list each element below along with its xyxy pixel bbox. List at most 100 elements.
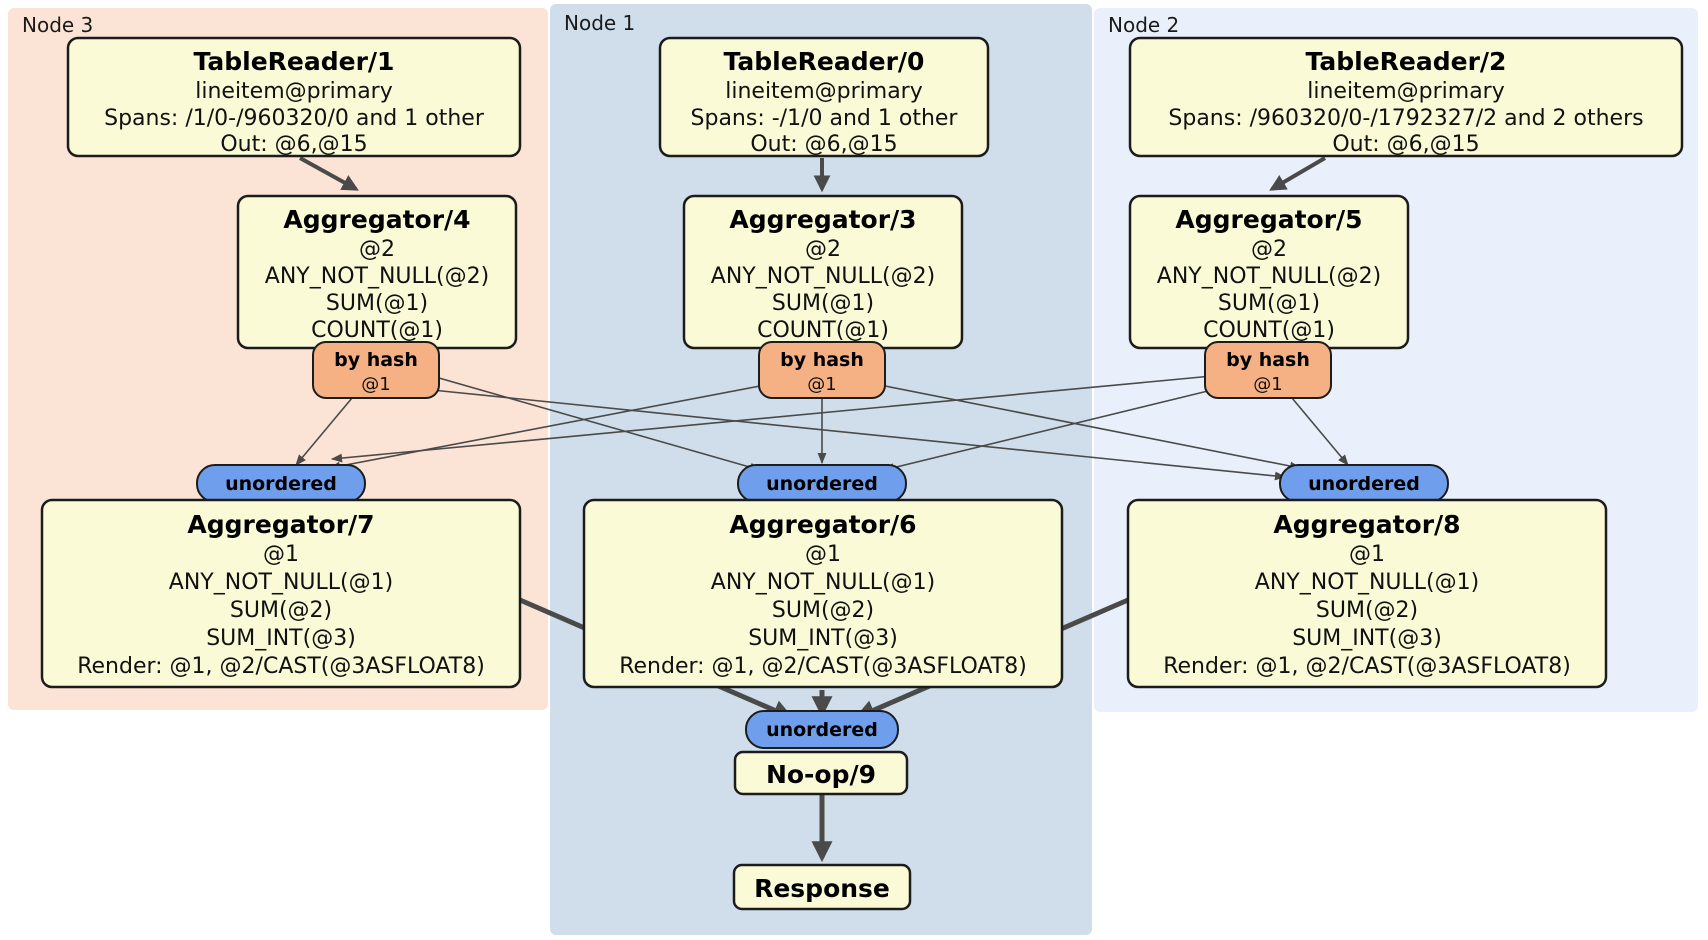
tablereader-2-line-out: Out: @6,@15 [1332,132,1479,157]
by-hash-5-label: by hash [1226,349,1310,371]
aggregator-4-line-groupby: @2 [359,237,395,262]
edge-tr2-to-agg5 [1269,156,1327,191]
tablereader-0-line-spans: Spans: -/1/0 and 1 other [691,106,959,131]
aggregator-5-title: Aggregator/5 [1175,205,1362,234]
aggregator-5-line-sum: SUM(@1) [1218,291,1320,316]
router-unordered-8[interactable]: unordered [1279,464,1449,503]
processor-aggregator-3[interactable]: Aggregator/3 @2 ANY_NOT_NULL(@2) SUM(@1)… [682,194,964,350]
edge-hash4-to-unordered6 [431,375,762,472]
aggregator-7-line-sum: SUM(@2) [230,598,332,623]
router-unordered-7[interactable]: unordered [196,464,366,503]
edge-hash3-to-unordered7 [328,384,766,471]
aggregator-6-line-sumint: SUM_INT(@3) [748,626,898,651]
processor-aggregator-4[interactable]: Aggregator/4 @2 ANY_NOT_NULL(@2) SUM(@1)… [236,194,518,350]
tablereader-to-aggregator-edges [299,156,1327,193]
processor-tablereader-2[interactable]: TableReader/2 lineitem@primary Spans: /9… [1128,36,1684,158]
hash-to-unordered-edges [295,375,1349,481]
aggregator-8-title: Aggregator/8 [1273,510,1460,539]
edge-tr1-to-agg4 [299,156,359,191]
aggregator-4-title: Aggregator/4 [283,205,470,234]
aggregator-8-box[interactable] [1126,498,1608,689]
by-hash-5-column: @1 [1253,374,1282,395]
tablereader-2-title: TableReader/2 [1306,47,1507,76]
edge-hash5-to-unordered7 [330,375,1213,463]
tablereader-1-line-out: Out: @6,@15 [220,132,367,157]
aggregator-4-line-sum: SUM(@1) [326,291,428,316]
aggregator-8-line-groupby: @1 [1349,542,1385,567]
aggregator-3-line-count: COUNT(@1) [757,318,889,343]
aggregator-3-title: Aggregator/3 [729,205,916,234]
aggregator-6-line-anynotnull: ANY_NOT_NULL(@1) [711,570,935,595]
aggregator-8-line-sumint: SUM_INT(@3) [1292,626,1442,651]
aggregator-4-line-anynotnull: ANY_NOT_NULL(@2) [265,264,489,289]
router-unordered-6[interactable]: unordered [737,464,907,503]
aggregator-6-box[interactable] [582,498,1064,689]
aggregator-5-line-count: COUNT(@1) [1203,318,1335,343]
aggregator-3-line-sum: SUM(@1) [772,291,874,316]
aggregator-7-line-render: Render: @1, @2/CAST(@3ASFLOAT8) [77,654,485,679]
by-hash-4-label: by hash [334,349,418,371]
processor-aggregator-7[interactable]: Aggregator/7 @1 ANY_NOT_NULL(@1) SUM(@2)… [40,498,522,689]
by-hash-4-pill[interactable] [312,341,440,399]
aggregator-6-title: Aggregator/6 [729,510,916,539]
node1-panel-label: Node 1 [564,11,635,35]
aggregator-5-line-anynotnull: ANY_NOT_NULL(@2) [1157,264,1381,289]
processor-aggregator-5[interactable]: Aggregator/5 @2 ANY_NOT_NULL(@2) SUM(@1)… [1128,194,1410,350]
tablereader-2-box[interactable] [1128,36,1684,158]
tablereader-0-box[interactable] [658,36,990,158]
aggregator-4-line-count: COUNT(@1) [311,318,443,343]
aggregator-6-line-render: Render: @1, @2/CAST(@3ASFLOAT8) [619,654,1027,679]
unordered-8-label: unordered [1308,473,1420,495]
tablereader-0-title: TableReader/0 [724,47,925,76]
by-hash-3-column: @1 [807,374,836,395]
by-hash-3-pill[interactable] [758,341,886,399]
by-hash-4-column: @1 [361,374,390,395]
noop-9-box[interactable] [733,750,909,796]
aggregator-8-line-sum: SUM(@2) [1316,598,1418,623]
router-by-hash-4[interactable]: by hash @1 [312,341,440,399]
tablereader-1-line-index: lineitem@primary [195,79,393,104]
aggregator-7-line-groupby: @1 [263,542,299,567]
aggregator-6-line-sum: SUM(@2) [772,598,874,623]
aggregator-3-line-anynotnull: ANY_NOT_NULL(@2) [711,264,935,289]
tablereader-1-line-spans: Spans: /1/0-/960320/0 and 1 other [104,106,485,131]
processor-tablereader-0[interactable]: TableReader/0 lineitem@primary Spans: -/… [658,36,990,158]
processor-noop-9[interactable]: No-op/9 [733,750,909,796]
aggregator-3-line-groupby: @2 [805,237,841,262]
aggregator-7-line-anynotnull: ANY_NOT_NULL(@1) [169,570,393,595]
tablereader-2-line-spans: Spans: /960320/0-/1792327/2 and 2 others [1168,106,1643,131]
edge-hash4-to-unordered8 [431,389,1287,481]
processor-aggregator-8[interactable]: Aggregator/8 @1 ANY_NOT_NULL(@1) SUM(@2)… [1126,498,1608,689]
router-by-hash-5[interactable]: by hash @1 [1204,341,1332,399]
unordered-9-label: unordered [766,719,878,741]
aggregator-7-box[interactable] [40,498,522,689]
aggregator-7-line-sumint: SUM_INT(@3) [206,626,356,651]
processor-tablereader-1[interactable]: TableReader/1 lineitem@primary Spans: /1… [66,36,522,158]
tablereader-1-box[interactable] [66,36,522,158]
unordered-9-pill[interactable] [745,710,899,749]
by-hash-5-pill[interactable] [1204,341,1332,399]
unordered-7-label: unordered [225,473,337,495]
router-unordered-9[interactable]: unordered [745,710,899,749]
processor-aggregator-6[interactable]: Aggregator/6 @1 ANY_NOT_NULL(@1) SUM(@2)… [582,498,1064,689]
tablereader-1-title: TableReader/1 [194,47,395,76]
tablereader-2-line-index: lineitem@primary [1307,79,1505,104]
processor-response[interactable]: Response [732,863,912,911]
aggregator-5-line-groupby: @2 [1251,237,1287,262]
edge-hash4-to-unordered7 [295,397,353,466]
noop-9-title: No-op/9 [766,760,876,789]
node2-panel-label: Node 2 [1108,13,1179,37]
edge-hash3-to-unordered8 [879,384,1302,471]
node3-panel-label: Node 3 [22,13,93,37]
edge-hash5-to-unordered8 [1291,397,1349,466]
aggregator-6-line-groupby: @1 [805,542,841,567]
edge-hash5-to-unordered6 [882,389,1213,472]
aggregator-7-title: Aggregator/7 [187,510,374,539]
router-by-hash-3[interactable]: by hash @1 [758,341,886,399]
tablereader-0-line-index: lineitem@primary [725,79,923,104]
response-box[interactable] [732,863,912,911]
by-hash-3-label: by hash [780,349,864,371]
unordered-6-label: unordered [766,473,878,495]
tablereader-0-line-out: Out: @6,@15 [750,132,897,157]
